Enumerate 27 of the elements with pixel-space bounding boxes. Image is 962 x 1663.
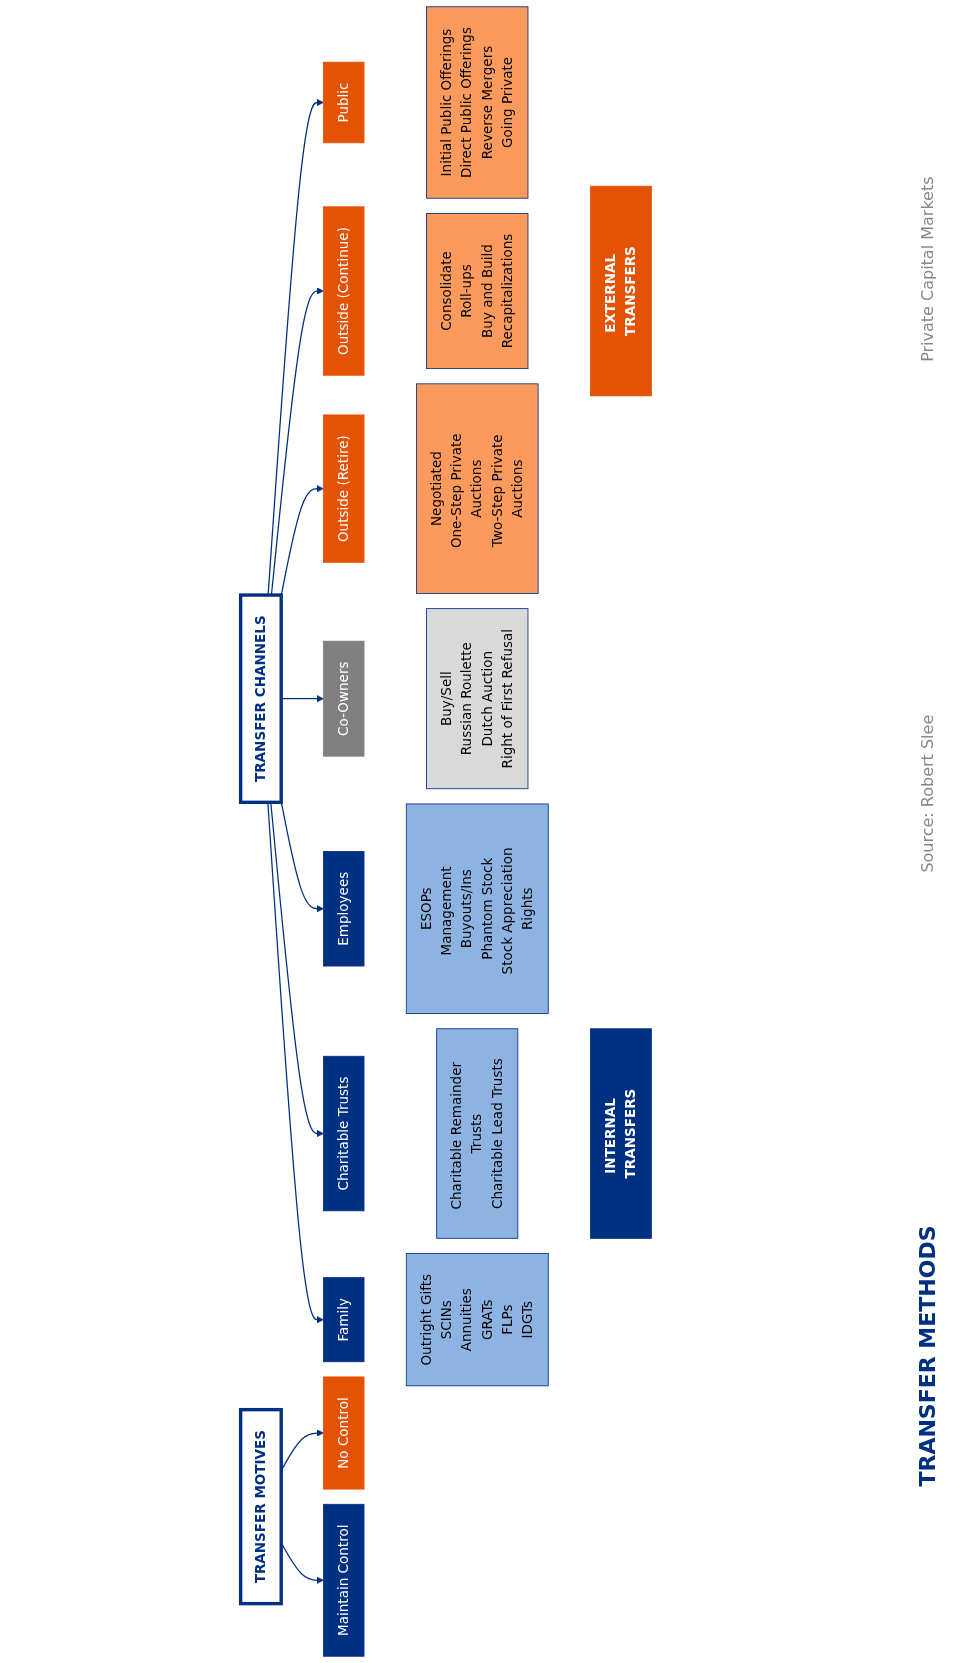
node-box: Employees [323,851,365,967]
node-box: Public [323,61,365,144]
node-box: ESOPs Management Buyouts/Ins Phantom Stock Stock Appreciation Rights [405,803,549,1014]
node-box: No Control [323,1376,365,1490]
node-box: Outright Gifts SCINs Annuities GRATs FLPs IDGTs [405,1253,549,1387]
arrow [267,801,324,1324]
node-box: Outside (Continue) [323,206,365,376]
section-heading: TRANSFER METHODS [914,1225,940,1487]
node-box: Family [323,1277,365,1363]
node-box: Charitable Remainder Trusts Charitable Lead Trusts [436,1028,519,1239]
node-box: Outside (Retire) [323,414,365,563]
node-box: Maintain Control [323,1503,365,1657]
arrow [270,287,324,596]
arrow [270,801,324,1138]
node-box: INTERNAL TRANSFERS [590,1028,652,1239]
node-box: Co-Owners [323,640,365,757]
node-box: EXTERNAL TRANSFERS [590,185,652,397]
node-box: Initial Public Offerings Direct Public Offerings Reverse Mergers Going Private [426,6,529,199]
arrow [267,98,324,596]
node-box: Negotiated One-Step Private Auctions Two-Step Private Auctions [416,383,539,594]
node-box: TRANSFER CHANNELS [238,593,283,804]
source-note: Source: Robert Slee [917,714,937,873]
node-box: Consolidate Roll-ups Buy and Build Recapitalizations [426,213,529,370]
node-box: Charitable Trusts [323,1055,365,1212]
source-note: Private Capital Markets [917,176,937,362]
node-box: Buy/Sell Russian Roulette Dutch Auction Right of First Refusal [426,608,529,790]
node-box: TRANSFER MOTIVES [238,1407,283,1606]
